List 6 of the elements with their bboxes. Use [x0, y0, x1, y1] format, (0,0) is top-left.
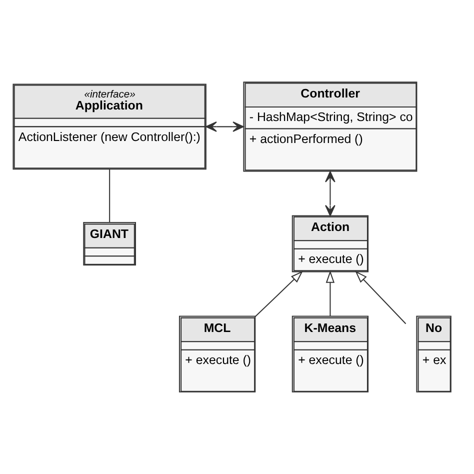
arrow [205, 122, 244, 132]
arrow [324, 171, 335, 216]
arrow [325, 270, 334, 316]
arrow [254, 270, 302, 318]
connector [108, 169, 110, 222]
arrow [354, 270, 406, 324]
